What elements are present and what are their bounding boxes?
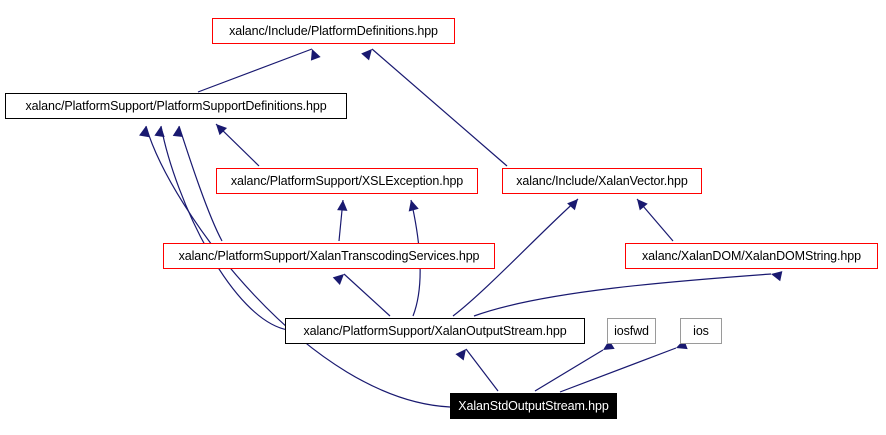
edge-xts-to-xos-rev [343, 273, 391, 317]
graph-node-xalan-output-stream[interactable]: xalanc/PlatformSupport/XalanOutputStream… [285, 318, 585, 344]
edge-xv-to-pd [371, 48, 508, 167]
node-label-xalan-std-output-stream: XalanStdOutputStream.hpp [458, 398, 609, 413]
graph-node-ios[interactable]: ios [680, 318, 722, 344]
arrowhead-ah-xds-a [771, 271, 783, 282]
arrowhead-ah-xv-a [567, 199, 578, 211]
edge-xos-to-xds [473, 273, 772, 317]
graph-node-xalan-vector[interactable]: xalanc/Include/XalanVector.hpp [502, 168, 702, 194]
arrowhead-ah-pd-right [361, 49, 372, 61]
node-label-platform-definitions: xalanc/Include/PlatformDefinitions.hpp [229, 23, 438, 38]
edge-xsos-to-ios [559, 347, 677, 393]
edge-xos-to-psd [160, 125, 289, 331]
graph-node-xalan-std-output-stream[interactable]: XalanStdOutputStream.hpp [450, 393, 617, 419]
graph-node-iosfwd[interactable]: iosfwd [607, 318, 656, 344]
edge-psd-to-pd [197, 48, 313, 93]
node-label-iosfwd: iosfwd [614, 323, 649, 338]
edge-xts-to-xse [338, 199, 344, 242]
node-label-xalan-output-stream: xalanc/PlatformSupport/XalanOutputStream… [303, 323, 567, 338]
node-label-ios: ios [693, 323, 709, 338]
node-label-platform-support-definitions: xalanc/PlatformSupport/PlatformSupportDe… [25, 98, 327, 113]
arrowhead-ah-xos-a [455, 349, 466, 361]
arrowhead-ah-psd-d [216, 124, 228, 136]
graph-node-platform-definitions[interactable]: xalanc/Include/PlatformDefinitions.hpp [212, 18, 455, 44]
arrowhead-ah-psd-b [154, 126, 165, 138]
arrowhead-ah-xv-b [637, 199, 648, 211]
graph-node-xsl-exception[interactable]: xalanc/PlatformSupport/XSLException.hpp [216, 168, 478, 194]
graph-node-platform-support-definitions[interactable]: xalanc/PlatformSupport/PlatformSupportDe… [5, 93, 347, 119]
arrowhead-ah-xse-b [408, 200, 419, 212]
node-label-xalan-vector: xalanc/Include/XalanVector.hpp [516, 173, 688, 188]
node-label-xalan-transcoding-services: xalanc/PlatformSupport/XalanTranscodingS… [178, 248, 480, 263]
arrowhead-ah-pd-left [310, 49, 321, 61]
arrowhead-ah-xts-a [332, 274, 344, 285]
edge-xds-to-xv [636, 198, 674, 242]
edge-xsos-to-iosfwd [534, 349, 604, 392]
arrowhead-ah-xse-a [337, 200, 348, 211]
graph-node-xalan-transcoding-services[interactable]: xalanc/PlatformSupport/XalanTranscodingS… [163, 243, 495, 269]
node-label-xalan-dom-string: xalanc/XalanDOM/XalanDOMString.hpp [642, 248, 861, 263]
arrowhead-ah-psd-c [172, 126, 184, 137]
node-label-xsl-exception: xalanc/PlatformSupport/XSLException.hpp [230, 173, 464, 188]
arrowhead-ah-psd-a [139, 126, 150, 138]
edge-xse-to-psd [215, 123, 260, 167]
edge-xsos-to-xos [465, 348, 499, 392]
graph-node-xalan-dom-string[interactable]: xalanc/XalanDOM/XalanDOMString.hpp [625, 243, 878, 269]
